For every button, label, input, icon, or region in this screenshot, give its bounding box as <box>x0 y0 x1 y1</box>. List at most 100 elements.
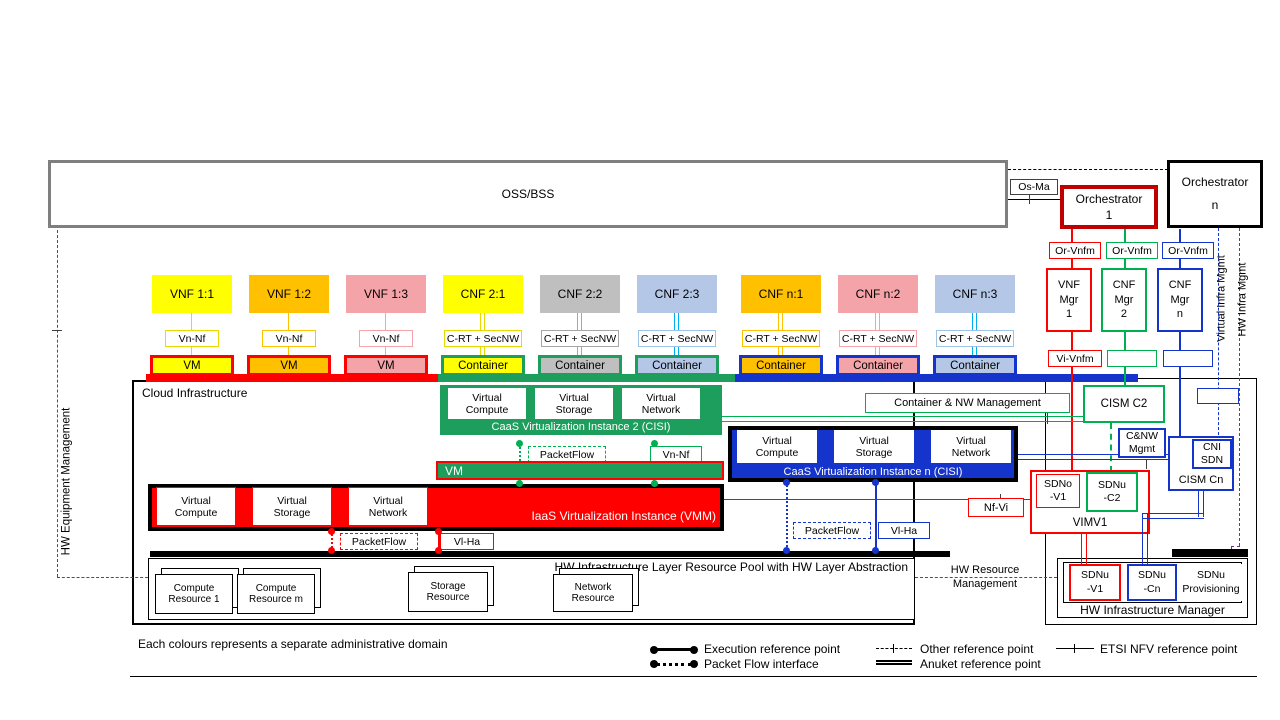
iface-label-vnf-1-2: Vn-Nf <box>262 330 316 347</box>
exec-dot <box>783 547 790 554</box>
caasn-packetflow-label: PacketFlow <box>793 522 871 539</box>
caas2-domain-strip <box>438 374 816 382</box>
legend-dot <box>690 646 698 654</box>
legend-other-label: Other reference point <box>920 642 1034 656</box>
exec-dot <box>872 547 879 554</box>
cloud-infrastructure-title: Cloud Infrastructure <box>142 386 248 400</box>
runtime-container-n-3: Container <box>933 355 1017 376</box>
legend-other-symbol <box>876 648 912 649</box>
legend-execution-label: Execution reference point <box>704 642 841 656</box>
iface-label-cnf-n-2: C-RT + SecNW <box>839 330 917 347</box>
legend-etsi-tick <box>1074 644 1075 653</box>
virtual-infra-mgmt-dashed-line <box>1218 228 1219 440</box>
caasn-title: CaaS Virtualization Instance n (CISI) <box>783 465 963 478</box>
legend-etsi-symbol <box>1056 648 1094 649</box>
cnf-mgr-2-box: CNF Mgr 2 <box>1101 268 1147 332</box>
nf-box-cnf-2-2: CNF 2:2 <box>540 275 620 313</box>
runtime-container-2-2: Container <box>538 355 622 376</box>
cnw-mgmt-box: C&NW Mgmt <box>1118 428 1166 458</box>
exec-dot <box>651 480 658 487</box>
hw-pool-title: HW Infrastructure Layer Resource Pool wi… <box>554 560 908 574</box>
caasn-cism-etsi-tick <box>1146 460 1147 469</box>
bottom-rule <box>130 676 1257 677</box>
iface-label-cnf-n-1: C-RT + SecNW <box>742 330 820 347</box>
oss-orchn-dashed-line <box>1008 169 1168 170</box>
orchestrator-1-box: Orchestrator 1 <box>1060 185 1158 229</box>
caasn-domain-strip <box>735 374 1138 382</box>
nf-box-vnf-1-3: VNF 1:3 <box>346 275 426 313</box>
runtime-container-2-1: Container <box>441 355 525 376</box>
empty-blue-box <box>1197 388 1239 404</box>
caas2-vnnf-label: Vn-Nf <box>650 446 702 463</box>
resource-compute-1: Compute Resource 1 <box>155 574 233 614</box>
iface-label-cnf-2-2: C-RT + SecNW <box>541 330 619 347</box>
legend-packetflow-symbol <box>656 663 692 666</box>
vimv1-sdnu-double-line <box>1081 534 1087 564</box>
legend-anuket-label: Anuket reference point <box>920 657 1041 671</box>
os-ma-label: Os-Ma <box>1010 179 1058 195</box>
oss-bss-box: OSS/BSS <box>48 160 1008 228</box>
hw-equipment-tick <box>52 330 62 331</box>
nf-box-cnf-n-2: CNF n:2 <box>838 275 918 313</box>
container-nw-mgmt-label: Container & NW Management <box>865 393 1070 413</box>
sdnu-provisioning-label: SDNu Provisioning <box>1180 564 1242 601</box>
exec-dot <box>872 479 879 486</box>
caas2-packetflow-label: PacketFlow <box>528 446 606 463</box>
iaas-vlha-label: Vl-Ha <box>440 533 494 550</box>
exec-dot <box>435 547 442 554</box>
nf-vi-label: Nf-Vi <box>968 498 1024 517</box>
runtime-vm-1: VM <box>150 355 234 376</box>
cism-c2-box: CISM C2 <box>1083 385 1165 423</box>
iface-label-vnf-1-1: Vn-Nf <box>165 330 219 347</box>
iaas-title: IaaS Virtualization Instance (VMM) <box>531 509 716 523</box>
container-nw-anuket-line <box>722 416 1083 422</box>
cnf-mgr-n-box: CNF Mgr n <box>1157 268 1203 332</box>
or-vnfm-label-2: Or-Vnfm <box>1106 242 1158 259</box>
os-ma-etsi-tick <box>1029 195 1030 204</box>
legend-dot <box>690 660 698 668</box>
iface-label-vnf-1-3: Vn-Nf <box>359 330 413 347</box>
iaas-packetflow-line <box>331 531 333 551</box>
caas2-virtual-storage: Virtual Storage <box>535 388 613 419</box>
runtime-vm-3: VM <box>344 355 428 376</box>
nf-box-cnf-n-1: CNF n:1 <box>741 275 821 313</box>
nf-box-vnf-1-2: VNF 1:2 <box>249 275 329 313</box>
sdnu-v1-box: SDNu -V1 <box>1069 564 1121 601</box>
nf-box-vnf-1-1: VNF 1:1 <box>152 275 232 313</box>
oss-bss-label: OSS/BSS <box>501 187 555 201</box>
legend-execution-symbol <box>654 648 694 651</box>
iaas-domain-strip <box>146 374 462 382</box>
runtime-container-2-3: Container <box>635 355 719 376</box>
resource-compute-m: Compute Resource m <box>237 574 315 614</box>
sdnu-c2-box: SDNu -C2 <box>1086 472 1138 512</box>
iaas-virtual-storage: Virtual Storage <box>252 487 332 526</box>
caasn-cism-anuket-line <box>1018 454 1168 460</box>
legend-dot <box>650 646 658 654</box>
sdnu-cn-box: SDNu -Cn <box>1127 564 1177 601</box>
cismcn-sdnu-double-line-v1 <box>1198 491 1204 517</box>
cismcn-sdnu-double-line-h <box>1142 513 1204 519</box>
caasn-vlha-line <box>875 482 877 551</box>
hw-infra-manager-title: HW Infrastructure Manager <box>1080 603 1225 617</box>
caasn-packetflow-line <box>786 482 788 551</box>
caas2-virtual-network: Virtual Network <box>622 388 700 419</box>
container-nw-etsi-tick <box>1047 413 1048 424</box>
runtime-container-n-2: Container <box>836 355 920 376</box>
caas2-virtual-compute: Virtual Compute <box>448 388 526 419</box>
nf-vi-line <box>724 499 1035 500</box>
exec-dot <box>651 440 658 447</box>
caasn-virtual-storage: Virtual Storage <box>834 430 914 463</box>
orchestrator-n-box: Orchestrator n <box>1167 160 1263 228</box>
hw-infra-mgmt-label: HW Infra Mgmt <box>1236 262 1249 337</box>
cni-sdn-box: CNI SDN <box>1192 439 1232 469</box>
hw-infra-mgmt-dashed-line <box>1239 228 1240 546</box>
caasn-virtual-compute: Virtual Compute <box>737 430 817 463</box>
hw-equipment-line-h <box>57 577 148 578</box>
legend-anuket-symbol <box>876 660 912 665</box>
exec-dot <box>516 440 523 447</box>
hw-equipment-line-v <box>57 230 58 577</box>
hw-abstraction-bar <box>150 551 950 557</box>
hw-resource-mgmt-label: HW Resource Management <box>950 564 1020 590</box>
exec-dot <box>516 480 523 487</box>
cismc2-sdnu-green-dashed-line <box>1110 423 1112 472</box>
